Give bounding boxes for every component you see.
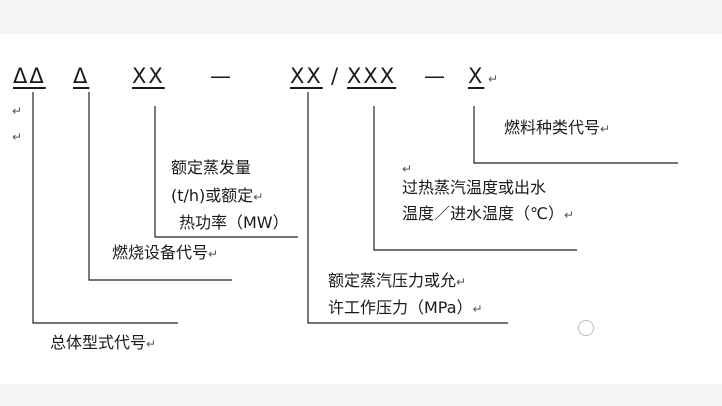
label-pressure-line2: 许工作压力（MPa）↵ bbox=[328, 298, 483, 317]
leader-capacity bbox=[154, 106, 298, 238]
label-fuel-type: 燃料种类代号↵ bbox=[504, 118, 611, 137]
label-capacity-line1: 额定蒸发量 bbox=[171, 158, 252, 177]
code-capacity: XX bbox=[132, 64, 165, 88]
label-temperature-line2: 温度／进水温度（℃）↵ bbox=[402, 204, 575, 223]
code-separator-1: — bbox=[210, 64, 231, 88]
label-temperature-line1: 过热蒸汽温度或出水 bbox=[402, 178, 547, 197]
leader-overall-type bbox=[32, 92, 178, 324]
code-fuel-type: X bbox=[468, 64, 485, 88]
leader-fuel-type bbox=[473, 106, 678, 164]
leader-combustion-equipment bbox=[88, 92, 232, 281]
code-overall-type: ΔΔ bbox=[13, 64, 46, 88]
label-capacity-line3: 热功率（MW） bbox=[179, 213, 289, 232]
return-mark: ↵ bbox=[12, 104, 23, 118]
code-separator-2: — bbox=[424, 64, 445, 88]
code-temperature: XXX bbox=[347, 64, 397, 88]
code-slash: / bbox=[331, 64, 339, 88]
label-combustion-equipment: 燃烧设备代号↵ bbox=[112, 243, 219, 262]
leader-pressure bbox=[307, 92, 508, 324]
label-pressure-line1: 额定蒸汽压力或允↵ bbox=[328, 271, 467, 290]
code-pressure: XX bbox=[290, 64, 323, 88]
return-mark: ↵ bbox=[402, 162, 413, 176]
label-overall-type: 总体型式代号↵ bbox=[50, 333, 157, 352]
return-mark: ↵ bbox=[12, 130, 23, 144]
return-mark: ↵ bbox=[488, 72, 499, 86]
circle-decoration bbox=[578, 320, 594, 336]
top-band bbox=[0, 0, 722, 34]
label-capacity-line2: (t/h)或额定↵ bbox=[171, 186, 264, 205]
leader-temperature bbox=[373, 106, 577, 251]
code-combustion-equipment: Δ bbox=[73, 64, 90, 88]
bottom-band bbox=[0, 384, 722, 406]
